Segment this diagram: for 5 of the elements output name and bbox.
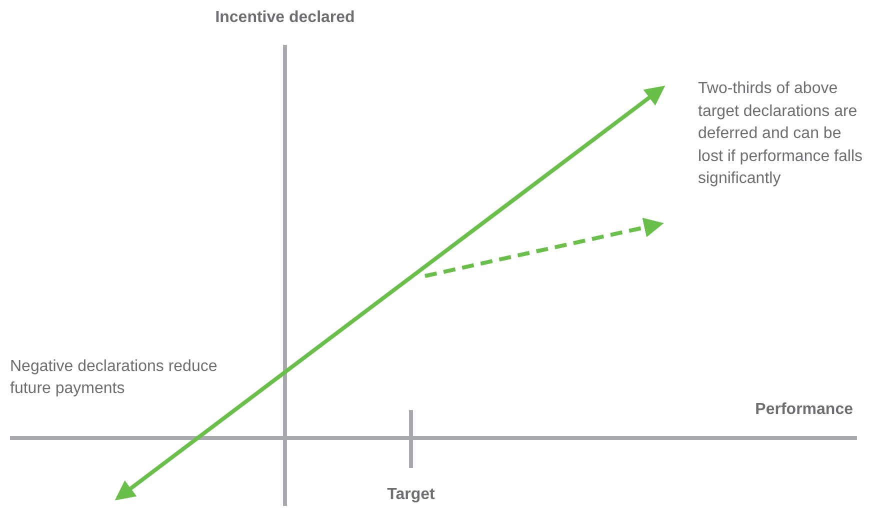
tick-label: Target bbox=[386, 485, 436, 505]
annotation: Negative declarations reduce future payments bbox=[10, 357, 218, 399]
axis-label: Incentive declared bbox=[214, 8, 356, 28]
axis-label: Performance bbox=[754, 400, 853, 420]
annotation: Two-thirds of above target declarations are deferred and can be lost if performance falls significantly bbox=[698, 79, 863, 189]
